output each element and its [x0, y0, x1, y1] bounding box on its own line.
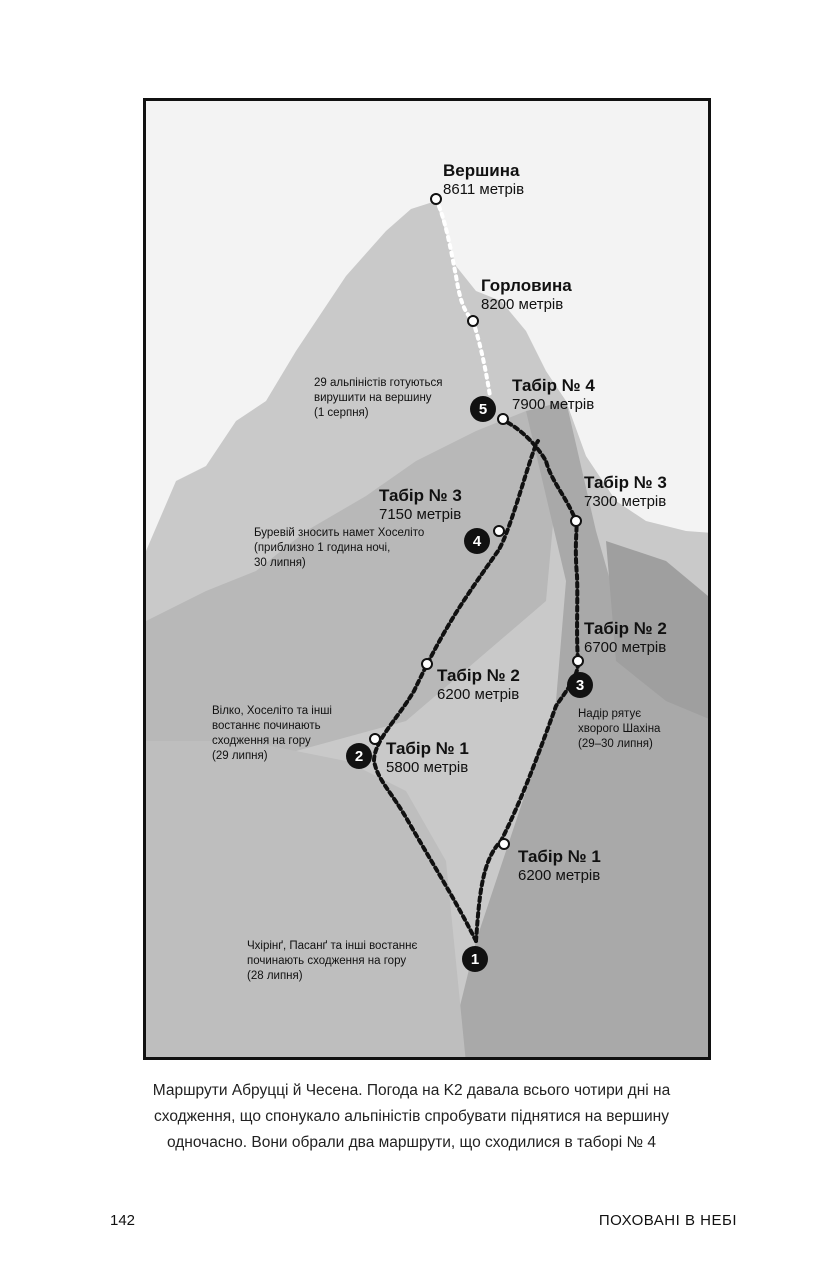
camp1-left-altitude: 5800 метрів: [386, 759, 469, 777]
bottleneck-title: Горловина: [481, 276, 572, 295]
marker-2: 2: [346, 743, 372, 769]
page-number: 142: [110, 1212, 136, 1229]
summit-title: Вершина: [443, 161, 520, 180]
camp2-left-altitude: 6200 метрів: [437, 686, 520, 704]
camp1-right-label: Табір № 1 6200 метрів: [518, 847, 601, 885]
camp1-right-title: Табір № 1: [518, 847, 601, 866]
marker-3: 3: [567, 672, 593, 698]
figure-caption: Маршрути Абруцці й Чесена. Погода на K2 …: [152, 1082, 671, 1151]
camp4-altitude: 7900 метрів: [512, 396, 595, 414]
ridge-shadow: [606, 541, 708, 719]
summit-label: Вершина 8611 метрів: [443, 161, 524, 199]
camp4-title: Табір № 4: [512, 376, 595, 395]
mountain-base-left: [146, 741, 466, 1057]
running-title: ПОХОВАНІ В НЕБІ: [598, 1212, 737, 1229]
marker-4: 4: [464, 528, 490, 554]
camp2-right-altitude: 6700 метрів: [584, 639, 667, 657]
bottleneck-label: Горловина 8200 метрів: [481, 276, 572, 314]
mountain-illustration: [146, 101, 708, 1057]
summit-route-line: [434, 197, 492, 398]
camp3-left-title: Табір № 3: [379, 486, 462, 505]
camp3-right-title: Табір № 3: [584, 473, 667, 492]
camp4-point: [497, 413, 509, 425]
camp3-right-label: Табір № 3 7300 метрів: [584, 473, 667, 511]
camp2-left-label: Табір № 2 6200 метрів: [437, 666, 520, 704]
cesen-route-line: [371, 439, 540, 943]
mountain-face-right: [447, 401, 708, 1057]
summit-altitude: 8611 метрів: [443, 181, 525, 199]
camp3-left-altitude: 7150 метрів: [379, 506, 462, 524]
camp1-right-point: [498, 838, 510, 850]
marker-5: 5: [470, 396, 496, 422]
camp4-label: Табір № 4 7900 метрів: [512, 376, 595, 414]
note-1: Чхірінґ, Пасанґ та інші востаннє починаю…: [247, 940, 418, 982]
camp3-right-altitude: 7300 метрів: [584, 493, 667, 511]
marker-1: 1: [462, 946, 488, 972]
camp2-right-label: Табір № 2 6700 метрів: [584, 619, 667, 657]
note-5: 29 альпіністів готуються вирушити на вер…: [314, 377, 443, 419]
camp1-left-label: Табір № 1 5800 метрів: [386, 739, 469, 777]
note-2: Вілко, Хоселіто та інші востаннє починаю…: [212, 705, 332, 762]
camp1-right-altitude: 6200 метрів: [518, 867, 601, 885]
camp2-left-point: [421, 658, 433, 670]
camp2-right-point: [572, 655, 584, 667]
mountain-face-left: [146, 411, 556, 751]
camp3-left-label: Табір № 3 7150 метрів: [379, 486, 462, 524]
note-3: Надір рятує хворого Шахіна (29–30 липня): [578, 708, 661, 750]
camp2-left-title: Табір № 2: [437, 666, 520, 685]
camp2-right-title: Табір № 2: [584, 619, 667, 638]
camp1-left-title: Табір № 1: [386, 739, 469, 758]
camp3-left-point: [493, 525, 505, 537]
bottleneck-point: [467, 315, 479, 327]
summit-point: [430, 193, 442, 205]
bottleneck-altitude: 8200 метрів: [481, 296, 564, 314]
camp1-left-point: [369, 733, 381, 745]
route-map: 1 2 3 4 5 Вершина 8611 метрів Горловина …: [143, 98, 711, 1060]
camp3-right-point: [570, 515, 582, 527]
note-4: Буревій зносить намет Хоселіто (приблизн…: [254, 527, 425, 569]
